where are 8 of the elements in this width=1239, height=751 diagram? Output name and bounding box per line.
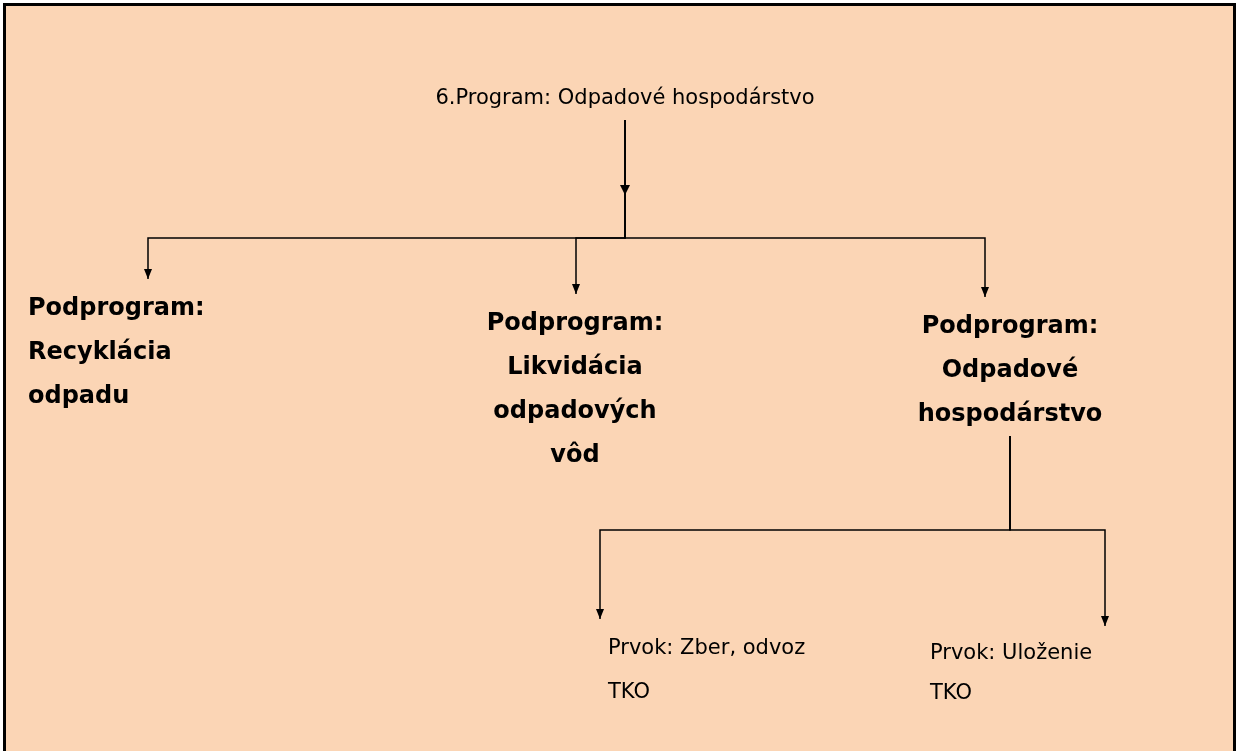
- subprogram-label: Podprogram: Odpadové hospodárstvo: [916, 310, 1104, 429]
- program-label: 6.Program: Odpadové hospodárstvo: [434, 84, 816, 111]
- element-label: Prvok: Uloženie TKO: [930, 639, 1094, 706]
- subprogram-label: Podprogram: Recyklácia odpadu: [28, 292, 206, 411]
- arrow: [1009, 435, 1110, 627]
- element-label: Prvok: Zber, odvoz TKO: [608, 634, 807, 705]
- subprogram-label: Podprogram: Likvidácia odpadových vôd: [485, 307, 665, 470]
- arrow: [624, 119, 990, 298]
